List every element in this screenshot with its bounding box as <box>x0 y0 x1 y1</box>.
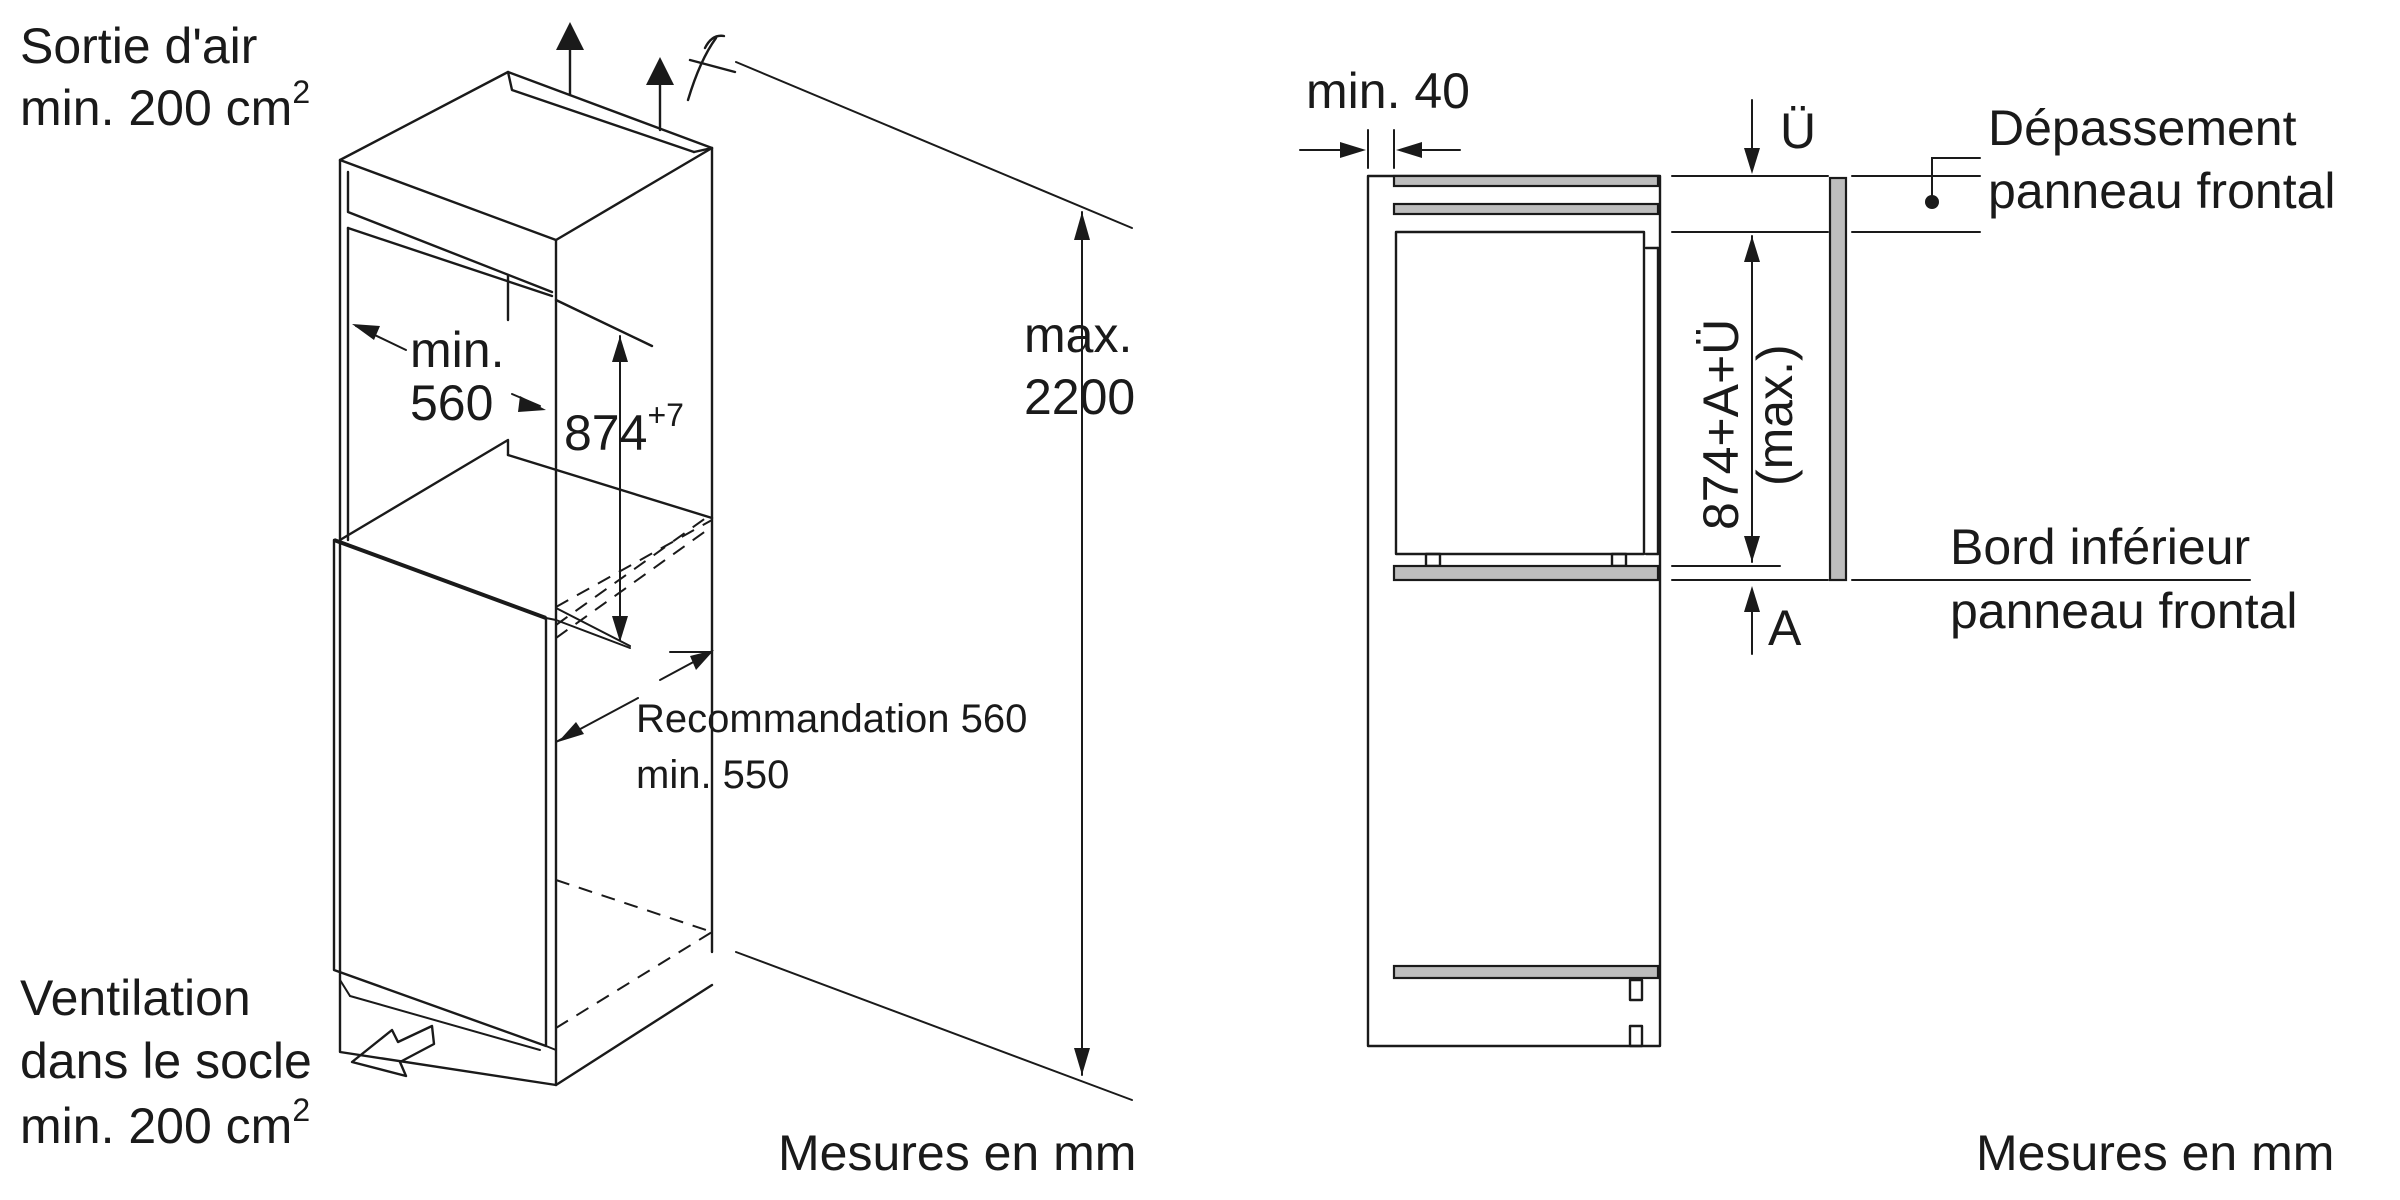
panel-height-label-line2: (max.) <box>1747 344 1803 486</box>
niche-height-label: 874+7 <box>564 397 684 461</box>
panel-height-label: 874+A+Ü (max.) <box>1693 319 1803 530</box>
bottom-edge-label-line2: panneau frontal <box>1950 583 2298 639</box>
air-outlet-label-line2: min. 200 cm2 <box>20 74 310 136</box>
overhang-label-line2: panneau frontal <box>1988 163 2336 219</box>
depth-label-line1: Recommandation 560 <box>636 697 1027 741</box>
bottom-edge-label-line1: Bord inférieur <box>1950 519 2250 575</box>
niche-height-dimension <box>555 299 653 647</box>
gap-dimension <box>1299 129 1461 169</box>
niche-isometric-drawing <box>332 70 714 1087</box>
panel-height-label-line1: 874+A+Ü <box>1693 319 1749 530</box>
niche-width-label-line2: 560 <box>410 375 493 431</box>
overhang-symbol-label: Ü <box>1780 103 1816 159</box>
niche-width-label-line1: min. <box>410 322 504 378</box>
niche-depth-dimension <box>555 650 714 953</box>
right-labels: min. 40 Ü Dépassement panneau frontal 87… <box>1306 63 2336 1181</box>
max-height-label-line2: 2200 <box>1024 369 1135 425</box>
side-view-drawing <box>1366 174 1848 1048</box>
ventilation-label-line3: min. 200 cm2 <box>20 1092 310 1154</box>
ventilation-label-line2: dans le socle <box>20 1033 312 1089</box>
depth-label-line2: min. 550 <box>636 753 789 797</box>
right-units-label: Mesures en mm <box>1976 1125 2334 1181</box>
left-labels: Sortie d'air min. 200 cm2 min. 560 874+7… <box>20 18 1136 1181</box>
panel-height-dimension <box>1671 235 2251 655</box>
gap-label: min. 40 <box>1306 63 1470 119</box>
air-outlet-arrows <box>556 22 737 132</box>
max-height-label-line1: max. <box>1024 307 1132 363</box>
ventilation-arrow <box>350 1024 436 1078</box>
max-height-dimension <box>735 61 1133 1101</box>
ventilation-label-line1: Ventilation <box>20 970 251 1026</box>
overhang-dimension <box>1671 99 1981 233</box>
air-outlet-label-line1: Sortie d'air <box>20 18 257 74</box>
niche-width-dimension <box>352 324 546 412</box>
left-units-label: Mesures en mm <box>778 1125 1136 1181</box>
a-label: A <box>1768 600 1802 656</box>
overhang-label-line1: Dépassement <box>1988 100 2297 156</box>
